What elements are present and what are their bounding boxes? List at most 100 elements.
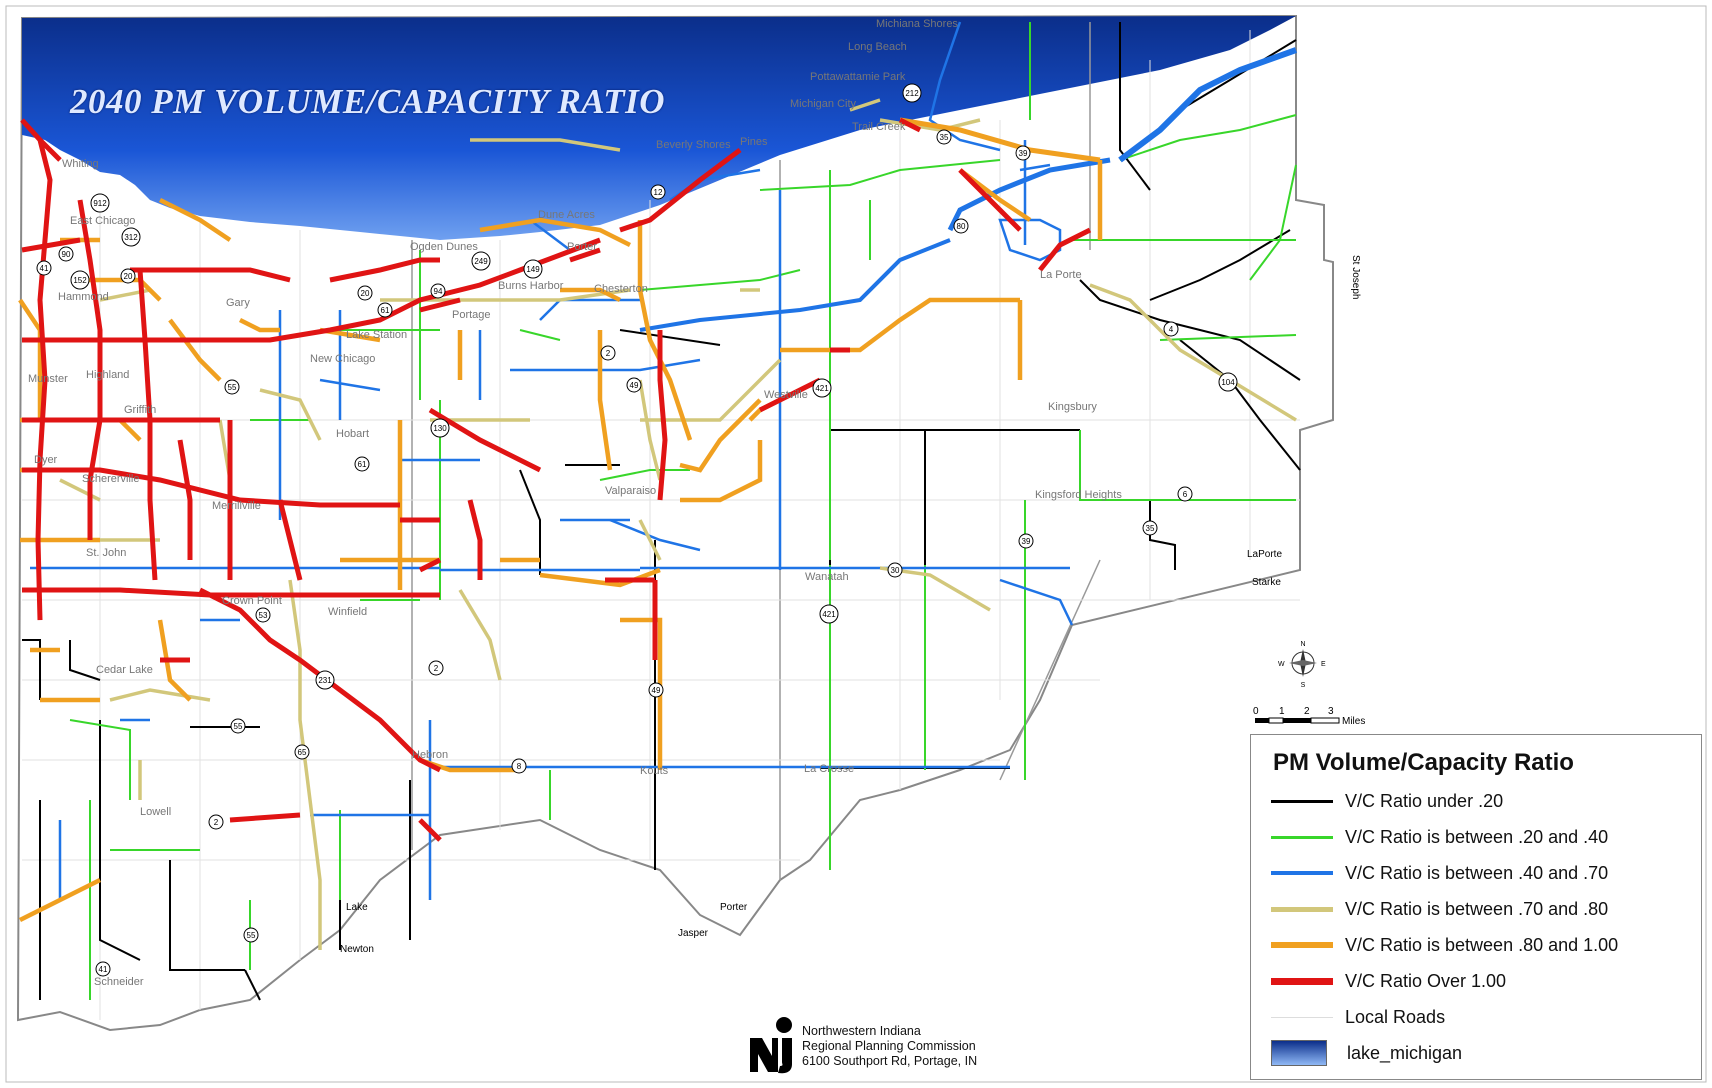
place-label: New Chicago [310,353,375,365]
route-shield-label: 20 [361,289,370,298]
route-shield: 421 [819,604,839,624]
place-label: Wanatah [805,571,849,583]
route-shield: 35 [1142,520,1158,536]
place-label: Whiting [62,158,99,170]
route-shield-badge [255,607,271,623]
route-shield-badge [70,270,90,290]
route-shield-label: 61 [358,460,367,469]
legend: PM Volume/Capacity Ratio V/C Ratio under… [1250,734,1702,1080]
legend-swatch [1271,942,1333,948]
compass-s: S [1301,682,1306,689]
route-shield-label: 104 [1221,378,1235,387]
route-shield-label: 49 [652,686,661,695]
route-shield-badge [812,378,832,398]
route-shield: 2 [428,660,444,676]
nirpc-text: Northwestern Indiana Regional Planning C… [802,1024,977,1069]
route-shield-badge [936,129,952,145]
place-label: Portage [452,309,491,321]
route-shield-badge [1218,372,1238,392]
route-shield: 53 [255,607,271,623]
place-label: Hobart [336,428,369,440]
county-label: Newton [340,944,374,955]
place-label: Schneider [94,976,144,988]
route-shield: 152 [70,270,90,290]
route-shield-label: 53 [259,611,268,620]
route-shield-badge [428,660,444,676]
place-label: Merrillville [212,500,261,512]
legend-item-lake-michigan: lake_michigan [1271,1039,1462,1067]
place-label: Pottawattamie Park [810,71,906,83]
route-shield: 55 [243,927,259,943]
place-label: Gary [226,297,250,309]
route-shield: 2 [208,814,224,830]
route-shield-badge [953,218,969,234]
route-shield: 90 [58,246,74,262]
route-shield-label: 61 [381,306,390,315]
route-shield-badge [650,184,666,200]
place-label: Winfield [328,606,367,618]
legend-item-40-70: V/C Ratio is between .40 and .70 [1271,859,1608,887]
route-shield-badge [315,670,335,690]
route-shield-label: 30 [891,566,900,575]
place-label: Pines [740,136,768,148]
compass-w: W [1278,661,1285,668]
route-shield-badge [1142,520,1158,536]
route-shield: 55 [230,718,246,734]
route-shield-label: 35 [1146,524,1155,533]
scale-tick: 2 [1304,706,1310,717]
route-shield-badge [1015,145,1031,161]
route-shield-badge [354,456,370,472]
legend-title: PM Volume/Capacity Ratio [1273,749,1574,776]
route-shield-label: 4 [1169,325,1174,334]
place-label: Kingsbury [1048,401,1097,413]
route-shield: 61 [354,456,370,472]
route-shield: 39 [1018,533,1034,549]
route-shield-badge [208,814,224,830]
place-label: Cedar Lake [96,664,153,676]
route-shield: 20 [357,285,373,301]
place-label: Dune Acres [538,209,595,221]
legend-item-20-40: V/C Ratio is between .20 and .40 [1271,823,1608,851]
scale-tick: 0 [1253,706,1259,717]
place-label: Beverly Shores [656,139,731,151]
route-shield-badge [1018,533,1034,549]
roads-70-80 [30,98,1297,950]
route-shield: 49 [626,377,642,393]
route-shield: 35 [936,129,952,145]
place-label: Hebron [412,749,448,761]
route-shield-badge [121,227,141,247]
place-labels: Michiana Shores Long Beach Pottawattamie… [28,18,1122,988]
route-shield: 104 [1218,372,1238,392]
route-shield-badge [511,758,527,774]
route-shield-badge [471,251,491,271]
legend-label: Local Roads [1345,1006,1446,1027]
place-label: Munster [28,373,68,385]
place-label: Highland [86,369,129,381]
place-label: Schererville [82,473,139,485]
route-shield-badge [377,302,393,318]
route-shield: 12 [650,184,666,200]
place-label: East Chicago [70,215,135,227]
place-label: Ogden Dunes [410,241,478,253]
legend-label: V/C Ratio is between .70 and .80 [1345,898,1609,919]
place-label: Michiana Shores [876,18,958,30]
route-shield-badge [95,961,111,977]
county-label: St Joseph [1350,255,1361,299]
place-label: Kingsford Heights [1035,489,1122,501]
route-shield: 2 [600,345,616,361]
route-shield-label: 65 [298,748,307,757]
route-shield-badge [902,83,922,103]
route-shield-label: 41 [99,965,108,974]
route-shield-badge [120,268,136,284]
route-shield: 6 [1177,486,1193,502]
route-shield: 4 [1163,321,1179,337]
route-shield-badge [294,744,310,760]
route-shield: 49 [648,682,664,698]
route-shield-label: 55 [228,383,237,392]
legend-item-70-80: V/C Ratio is between .70 and .80 [1271,895,1608,923]
legend-label: V/C Ratio is between .40 and .70 [1345,862,1609,883]
route-shield-label: 2 [606,349,611,358]
route-shield: 20 [120,268,136,284]
